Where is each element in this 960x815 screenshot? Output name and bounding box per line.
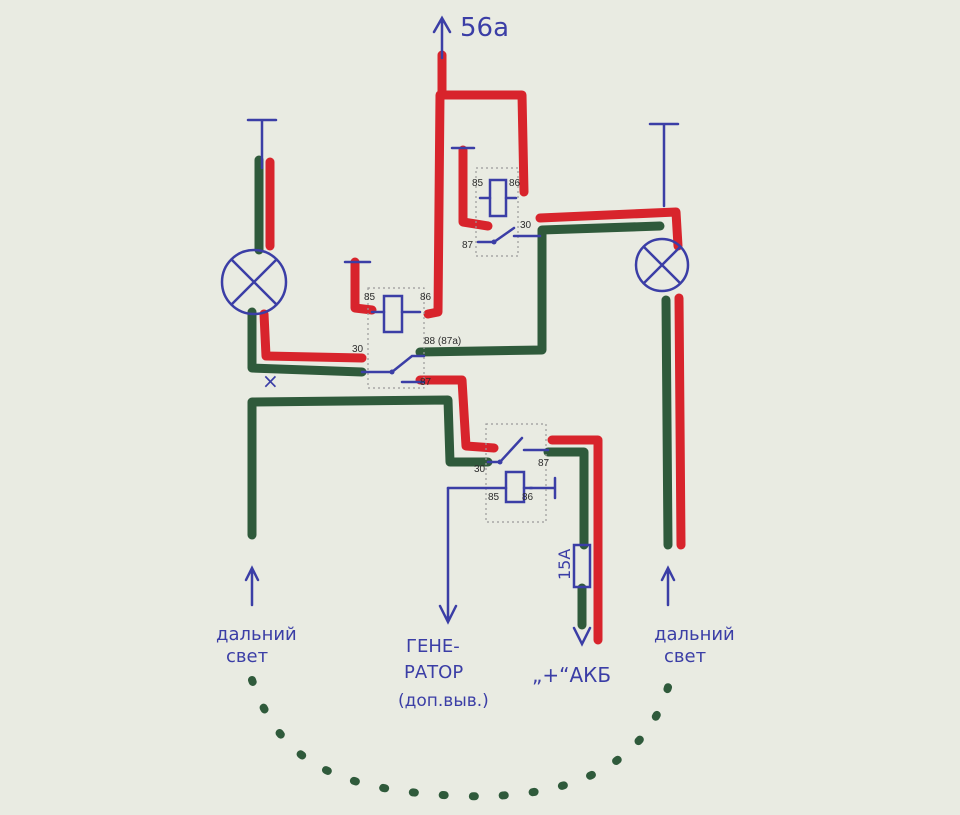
- ground-bottom-relay: [528, 476, 557, 500]
- wire-mid-87-to-bottom: [415, 375, 499, 453]
- arrow-generator: [438, 486, 458, 625]
- arrow-left-high-beam: [244, 565, 260, 607]
- left-label-line2: свет: [226, 646, 268, 667]
- generator-line2: РАТОР: [404, 662, 463, 683]
- wire-left-lamp-bottom-red: [259, 309, 367, 363]
- cross-mark: ×: [262, 369, 279, 393]
- relay-bottom-pin-86: 86: [522, 492, 534, 503]
- relay-bottom-pin-30: 30: [474, 464, 486, 475]
- wire-mid-relay-85: [350, 257, 377, 315]
- fuse-icon: [572, 543, 592, 589]
- wire-battery-red: [547, 435, 603, 645]
- relay-bottom-pin-85: 85: [488, 492, 500, 503]
- wire-left-out-green: [247, 395, 493, 540]
- ground-right-lamp: [648, 122, 680, 208]
- left-label-line1: дальний: [216, 624, 297, 645]
- wire-56a-to-mid-relay: [423, 90, 445, 319]
- right-lamp-icon: [634, 237, 690, 293]
- relay-mid-pin-87: 87: [420, 377, 432, 388]
- label-56a: 56а: [460, 13, 509, 43]
- wire-top-relay-85: [458, 145, 493, 231]
- wire-left-lamp-bottom-green: [247, 307, 367, 377]
- wire-right-lamp-red: [674, 293, 686, 550]
- relay-mid-pin-88: 88 (87а): [424, 336, 461, 347]
- wire-top-relay-30-to-right: [535, 207, 683, 251]
- relay-top-pin-86: 86: [509, 178, 521, 189]
- wire-battery-green: [543, 447, 589, 550]
- relay-mid-pin-85: 85: [364, 292, 376, 303]
- left-lamp-icon: [220, 248, 288, 316]
- arrow-battery: [572, 626, 592, 647]
- relay-top-pin-85: 85: [472, 178, 484, 189]
- battery-label: „+“АКБ: [532, 663, 611, 687]
- wire-mid-relay-88: [415, 221, 665, 357]
- fuse-label: 15А: [555, 549, 574, 580]
- right-label-line2: свет: [664, 646, 706, 667]
- wire-56a-feed: [437, 50, 529, 197]
- right-label-line1: дальний: [654, 624, 735, 645]
- relay-top-pin-30: 30: [520, 220, 532, 231]
- ground-left-lamp: [246, 118, 278, 170]
- relay-top: [475, 167, 542, 257]
- arrow-56a: [432, 15, 452, 60]
- relay-mid: [360, 287, 426, 389]
- relay-bottom-pin-87: 87: [538, 458, 550, 469]
- relay-bottom: [446, 423, 550, 523]
- arrow-right-high-beam: [660, 565, 676, 607]
- relay-mid-pin-30: 30: [352, 344, 364, 355]
- wire-right-lamp-green: [661, 295, 673, 550]
- relay-mid-pin-86: 86: [420, 292, 432, 303]
- dashed-link-arc: [248, 676, 674, 801]
- generator-line3: (доп.выв.): [398, 691, 489, 711]
- generator-line1: ГЕНЕ-: [406, 636, 460, 657]
- relay-top-pin-87: 87: [462, 240, 474, 251]
